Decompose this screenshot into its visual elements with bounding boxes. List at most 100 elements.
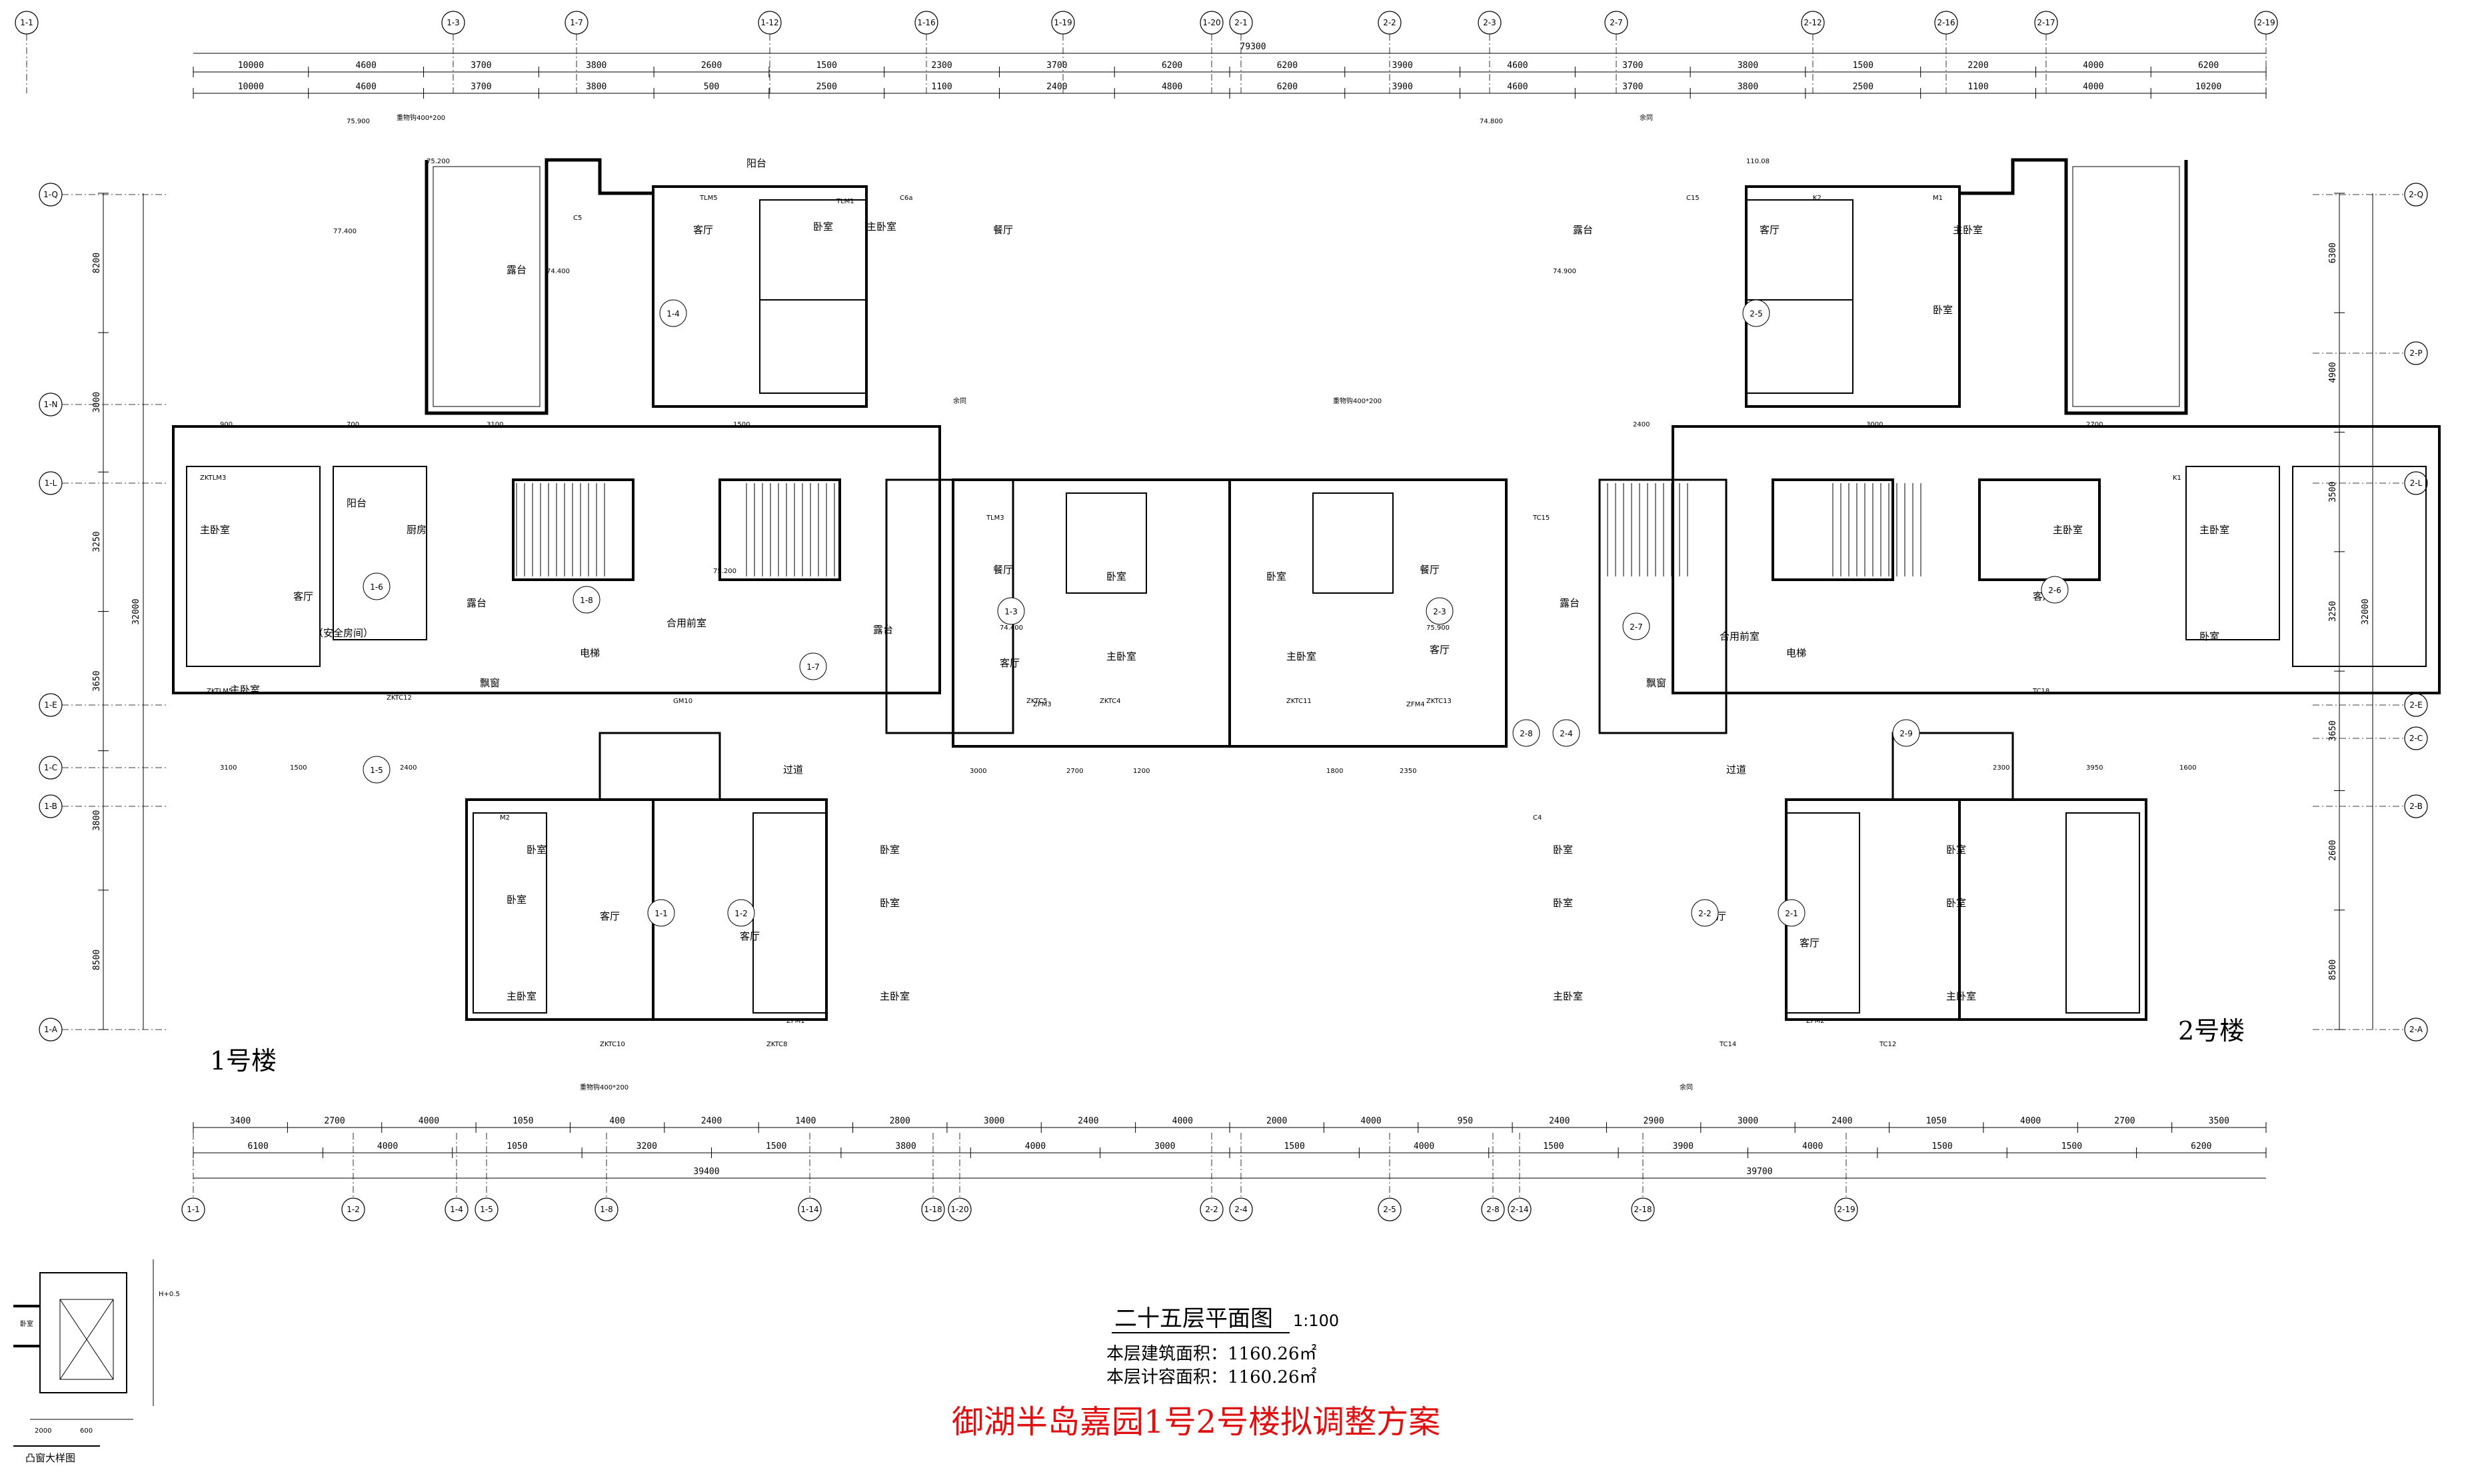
grid-bottom-10-circle: [1378, 1197, 1402, 1221]
sample-dim-10: 1600: [2179, 764, 2196, 772]
detail-room-label: 卧室: [20, 1319, 33, 1328]
room-label-19: 主卧室: [1106, 650, 1136, 662]
tag-8: ZKTC13: [1426, 698, 1452, 705]
room-label-35: 客厅: [600, 910, 620, 922]
tag-22: C6a: [900, 195, 912, 202]
room-label-15: 露台: [873, 624, 893, 636]
bldg1-corridor-box: [599, 732, 721, 801]
room-label-9: 主卧室: [230, 684, 260, 696]
bldg2-terrace-wall: [1959, 158, 2188, 415]
tag-3: ZKTC10: [600, 1041, 625, 1048]
note-1: 余同: [953, 396, 966, 405]
dim-top-row2-text-15: 1100: [1967, 82, 1988, 92]
room-labels: 露台客厅阳台主卧室卧室餐厅主卧室客厅（安全房间）主卧室阳台厨房露台电梯合用前室露…: [200, 113, 2229, 1092]
sample-dim-1: 1500: [290, 764, 307, 772]
grid-bottom-13-label: 2-18: [1634, 1205, 1652, 1214]
unit-2-circle-0: [1778, 899, 1806, 927]
bldg2-end-unit: [2292, 466, 2427, 667]
bldg2-upper-bedroom-2: [1746, 299, 1853, 394]
dim-right-text-4: 3650: [2328, 720, 2338, 741]
sample-dim-9: 3950: [2086, 764, 2103, 772]
dim-top-row1-text-8: 6200: [1162, 61, 1182, 71]
sample-dim-11: 900: [220, 421, 233, 428]
dim-top-row2-text-2: 3700: [471, 82, 491, 92]
central-bath-b: [1312, 492, 1394, 594]
dim-bottom-row2-text-13: 1500: [1931, 1141, 1952, 1151]
bldg1-lower-bedrooms: [473, 812, 547, 1014]
grid-bottom-1-circle: [341, 1197, 365, 1221]
bldg2-lower-bedrooms: [2065, 812, 2140, 1014]
unit-1-circle-2: [997, 597, 1025, 625]
project-title: 御湖半岛嘉园1号2号楼拟调整方案: [952, 1403, 1440, 1441]
dim-top-row2-text-14: 2500: [1853, 82, 1873, 92]
room-label-6: 主卧室: [200, 524, 230, 536]
tag-14: TC12: [1879, 1041, 1896, 1048]
dim-bottom-row1-text-21: 3500: [2209, 1116, 2229, 1126]
dim-bottom-row1-text-20: 2700: [2114, 1116, 2135, 1126]
room-label-45: 主卧室: [1553, 990, 1583, 1002]
drawing-title: 二十五层平面图: [1114, 1305, 1273, 1332]
stair-hatching: [516, 483, 1921, 576]
tag-21: C5: [573, 215, 582, 222]
room-label-49: 卧室: [1946, 897, 1966, 909]
grid-left-0-label: 1-Q: [43, 190, 58, 199]
dim-top-row1-text-12: 3700: [1622, 61, 1643, 71]
elevation-9: 75.200: [713, 568, 736, 575]
elevation-3: 77.400: [333, 228, 357, 235]
unit-1-label-3: 1-4: [666, 309, 680, 319]
unit-1-label-1: 1-2: [734, 909, 748, 918]
grid-bottom-12-circle: [1508, 1197, 1532, 1221]
dim-bottom-row1-text-11: 2000: [1266, 1116, 1287, 1126]
room-label-54: 飘窗: [1646, 677, 1666, 689]
grid-bottom-7-label: 1-20: [950, 1205, 968, 1214]
detail-dim-b: 600: [80, 1427, 93, 1435]
elevation-6: 110.08: [1746, 158, 1770, 165]
room-label-52: 过道: [1726, 764, 1746, 776]
room-label-1: 客厅: [693, 224, 713, 236]
unit-2-label-0: 2-1: [1785, 909, 1798, 918]
tag-24: GM10: [673, 698, 692, 705]
dim-top-row1-text-0: 10000: [238, 61, 264, 71]
grid-left-4-label: 1-C: [44, 763, 57, 772]
dim-left-text-1: 3000: [92, 392, 102, 412]
room-label-25: 电梯: [1786, 647, 1806, 659]
unit-2-label-2: 2-3: [1433, 607, 1446, 616]
dim-bottom-row2-text-15: 6200: [2191, 1141, 2211, 1151]
tag-19: M2: [500, 814, 510, 822]
dim-bottom-row1-text-13: 950: [1458, 1116, 1473, 1126]
dim-top-row2-text-1: 4600: [356, 82, 377, 92]
grid-top-0-label: 1-1: [20, 18, 33, 27]
bldg2-wing-unit: [1598, 478, 1728, 734]
dim-bottom-row2-text-6: 4000: [1025, 1141, 1046, 1151]
room-label-4: 卧室: [813, 221, 833, 233]
sample-dim-0: 3100: [220, 764, 237, 772]
floor-area-building: 本层建筑面积：1160.26㎡: [1106, 1344, 1317, 1364]
dim-top-row1-text-5: 1500: [816, 61, 837, 71]
grid-left-6-label: 1-A: [44, 1025, 58, 1034]
dim-bottom-row2-text-3: 3200: [636, 1141, 657, 1151]
room-label-48: 卧室: [1946, 844, 1966, 856]
grid-bottom-3-label: 1-5: [480, 1205, 493, 1214]
bldg1-terrace-wall: [425, 158, 653, 415]
unit-2-label-6: 2-7: [1630, 622, 1643, 632]
grid-bottom-1-label: 1-2: [347, 1205, 360, 1214]
grid-left-5-label: 1-B: [44, 802, 57, 811]
unit-2-label-8: 2-9: [1899, 729, 1913, 738]
room-label-53: 飘窗: [480, 677, 500, 689]
tag-18: M1: [1933, 195, 1943, 202]
room-label-29: 主卧室: [2199, 524, 2229, 536]
room-label-44: 卧室: [1553, 897, 1573, 909]
dim-top-row1-text-16: 4000: [2083, 61, 2103, 71]
bldg1-end-living: [333, 466, 427, 640]
dim-left-text-3: 3650: [92, 670, 102, 691]
dim-right-total-text: 32000: [2361, 598, 2371, 624]
room-label-7: 客厅: [293, 590, 313, 602]
tag-9: TLM5: [699, 195, 718, 202]
dim-bottom-row2-text-12: 4000: [1802, 1141, 1823, 1151]
room-label-30: 卧室: [2199, 630, 2219, 642]
grid-bottom-6-circle: [921, 1197, 945, 1221]
unit-2-label-1: 2-2: [1698, 909, 1712, 918]
dim-bottom-row1-text-14: 2400: [1549, 1116, 1570, 1126]
grid-right-3-label: 2-E: [2409, 700, 2423, 710]
